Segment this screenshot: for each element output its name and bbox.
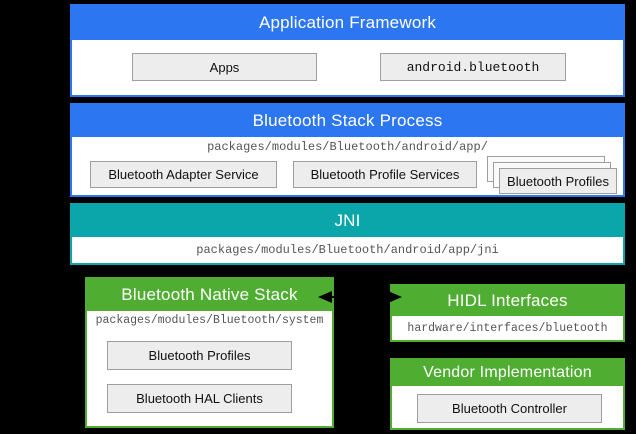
bluetooth-profiles-box: Bluetooth Profiles [499,168,617,194]
bluetooth-profiles-stack: Bluetooth Profiles [487,156,619,196]
section-vendor-implementation: Vendor Implementation Bluetooth Controll… [390,358,625,430]
hidl-interfaces-body: hardware/interfaces/bluetooth [392,316,623,340]
jni-body: packages/modules/Bluetooth/android/app/j… [72,237,623,263]
apps-box: Apps [132,53,317,81]
bluetooth-profile-services-box: Bluetooth Profile Services [293,161,477,188]
jni-title: JNI [72,205,623,237]
hidl-path: hardware/interfaces/bluetooth [407,321,608,335]
section-application-framework: Application Framework Apps android.bluet… [70,4,625,97]
section-bluetooth-native-stack: Bluetooth Native Stack packages/modules/… [85,277,334,428]
bluetooth-native-stack-body: packages/modules/Bluetooth/system Blueto… [87,311,332,426]
application-framework-title: Application Framework [72,6,623,40]
bluetooth-native-stack-title: Bluetooth Native Stack [87,279,332,311]
vendor-implementation-title: Vendor Implementation [392,360,623,386]
native-bluetooth-profiles-box: Bluetooth Profiles [107,341,292,370]
bluetooth-controller-box: Bluetooth Controller [417,394,602,423]
bidirectional-arrow-native-hidl [318,291,402,303]
arrowhead-left [318,291,332,303]
bluetooth-hal-clients-box: Bluetooth HAL Clients [107,384,292,413]
section-bluetooth-stack-process: Bluetooth Stack Process packages/modules… [70,103,625,197]
jni-path: packages/modules/Bluetooth/android/app/j… [196,243,499,257]
bluetooth-stack-process-body: packages/modules/Bluetooth/android/app/ … [72,137,623,195]
hidl-interfaces-title: HIDL Interfaces [392,286,623,316]
bluetooth-adapter-service-box: Bluetooth Adapter Service [90,161,277,188]
application-framework-body: Apps android.bluetooth [72,40,623,95]
bluetooth-stack-process-title: Bluetooth Stack Process [72,105,623,137]
stack-process-path: packages/modules/Bluetooth/android/app/ [207,140,488,154]
section-jni: JNI packages/modules/Bluetooth/android/a… [70,203,625,265]
arrowhead-right [388,291,402,303]
native-stack-path: packages/modules/Bluetooth/system [95,314,324,327]
vendor-implementation-body: Bluetooth Controller [392,386,623,428]
android-bluetooth-box: android.bluetooth [380,53,566,81]
section-hidl-interfaces: HIDL Interfaces hardware/interfaces/blue… [390,284,625,342]
